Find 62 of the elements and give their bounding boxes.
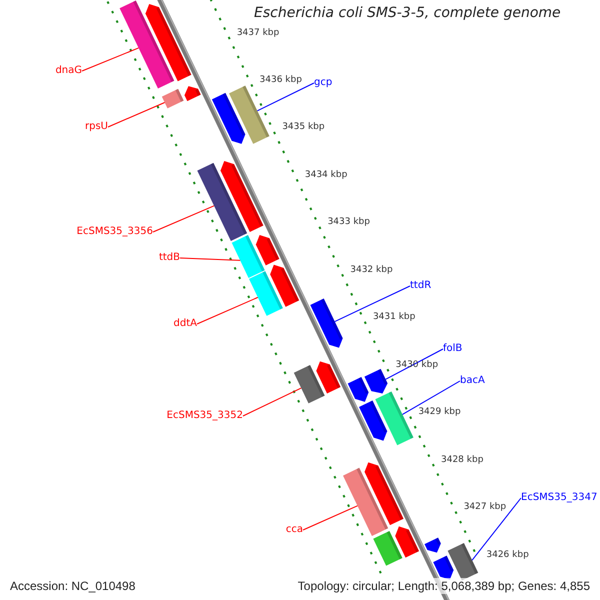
scale-label: 3433 kbp [328,217,370,228]
gene-block [316,361,341,394]
leader-line [108,102,166,128]
scale-label: 3435 kbp [282,122,325,134]
scale-label: 3434 kbp [304,170,348,181]
gene-block [162,88,184,108]
gene-label: cca [286,523,303,537]
gene-block [270,264,300,307]
leader-line [180,258,241,261]
gene-label: ttdR [410,279,432,293]
gene-block [348,377,369,402]
gene-block [212,92,246,144]
leader-line [82,47,140,72]
leader-line [334,286,410,322]
gene-block [395,526,420,558]
gene-block [375,391,414,446]
title: Escherichia coli SMS-3-5, complete genome [253,4,562,23]
scale-label: 3432 kbp [350,264,393,276]
gene-block [220,161,264,232]
footer-text: Topology: circular; Length: 5,068,389 bp; Genes: 4,855 [296,578,592,594]
gene-label: EcSMS35_3352 [166,409,243,423]
gene-label: EcSMS35_3356 [76,225,153,239]
gene-block [249,271,283,316]
gene-block [229,86,270,144]
gene-block [424,538,441,553]
gene-block [256,235,280,266]
gene-block [364,368,388,394]
gene-label: gcp [314,76,332,90]
gene-block [343,468,388,536]
footer-text: Accession: NC_010498 [8,578,138,594]
gene-block [364,462,404,526]
scale-label: 3428 kbp [441,454,484,466]
gene-label: bacA [460,374,485,388]
scale-label: 3436 kbp [260,74,302,86]
scale-label: 3431 kbp [372,312,416,324]
scale-label: 3429 kbp [418,407,461,418]
leader-line [472,498,522,561]
gene-block [310,298,343,348]
gene-block [120,0,174,89]
gene-block [433,556,454,580]
leader-line [242,388,302,416]
scale-label: 3437 kbp [236,28,280,38]
gene-label: dnaG [55,64,82,78]
gene-block [184,86,201,102]
gene-block [294,364,325,404]
leader-line [196,296,258,324]
scale-label: 3426 kbp [486,550,529,561]
leader-line [152,205,215,232]
scale-label: 3427 kbp [464,502,506,514]
leader-line [302,505,358,530]
gene-block [197,162,248,241]
gene-block [358,400,388,441]
gene-block [448,543,478,581]
gene-label: folB [443,342,462,356]
leader-line [385,348,444,380]
gene-label: ddtA [174,317,197,331]
gene-block [373,530,402,566]
gene-label: ttdB [158,251,180,265]
gene-label: rpsU [85,120,108,134]
gene-block [145,4,192,82]
gene-block [232,235,265,278]
gene-label: EcSMS35_3347 [521,491,598,505]
